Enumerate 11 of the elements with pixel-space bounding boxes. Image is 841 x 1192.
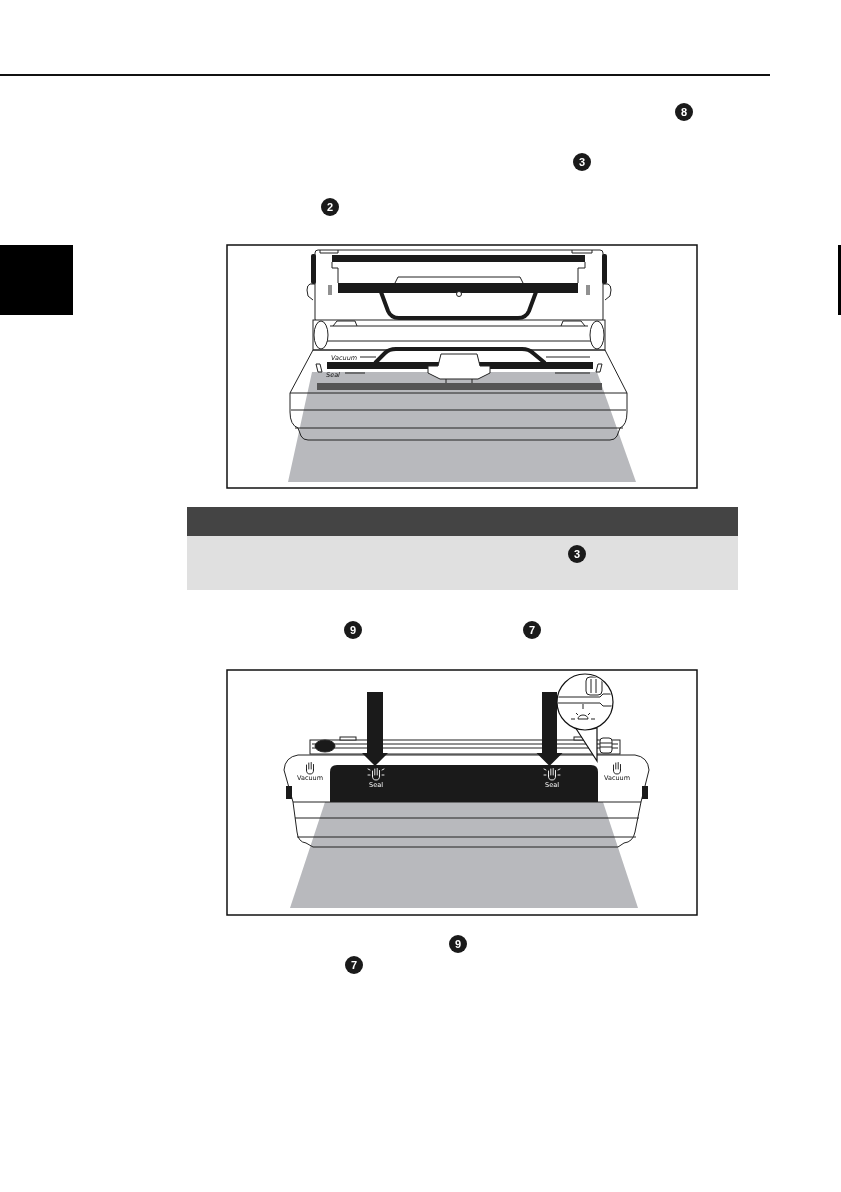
callout-number: 3: [573, 153, 591, 171]
callout-number: 9: [344, 621, 362, 639]
note-box: [187, 507, 738, 590]
callout-number: 7: [523, 621, 541, 639]
callout-number: 7: [345, 956, 363, 974]
callout-number: 3: [568, 545, 586, 563]
callout-number: 9: [449, 935, 467, 953]
callout-number: 8: [675, 103, 693, 121]
callout-number: 2: [321, 198, 339, 216]
side-tab: [838, 245, 841, 315]
side-tab: [0, 245, 73, 315]
